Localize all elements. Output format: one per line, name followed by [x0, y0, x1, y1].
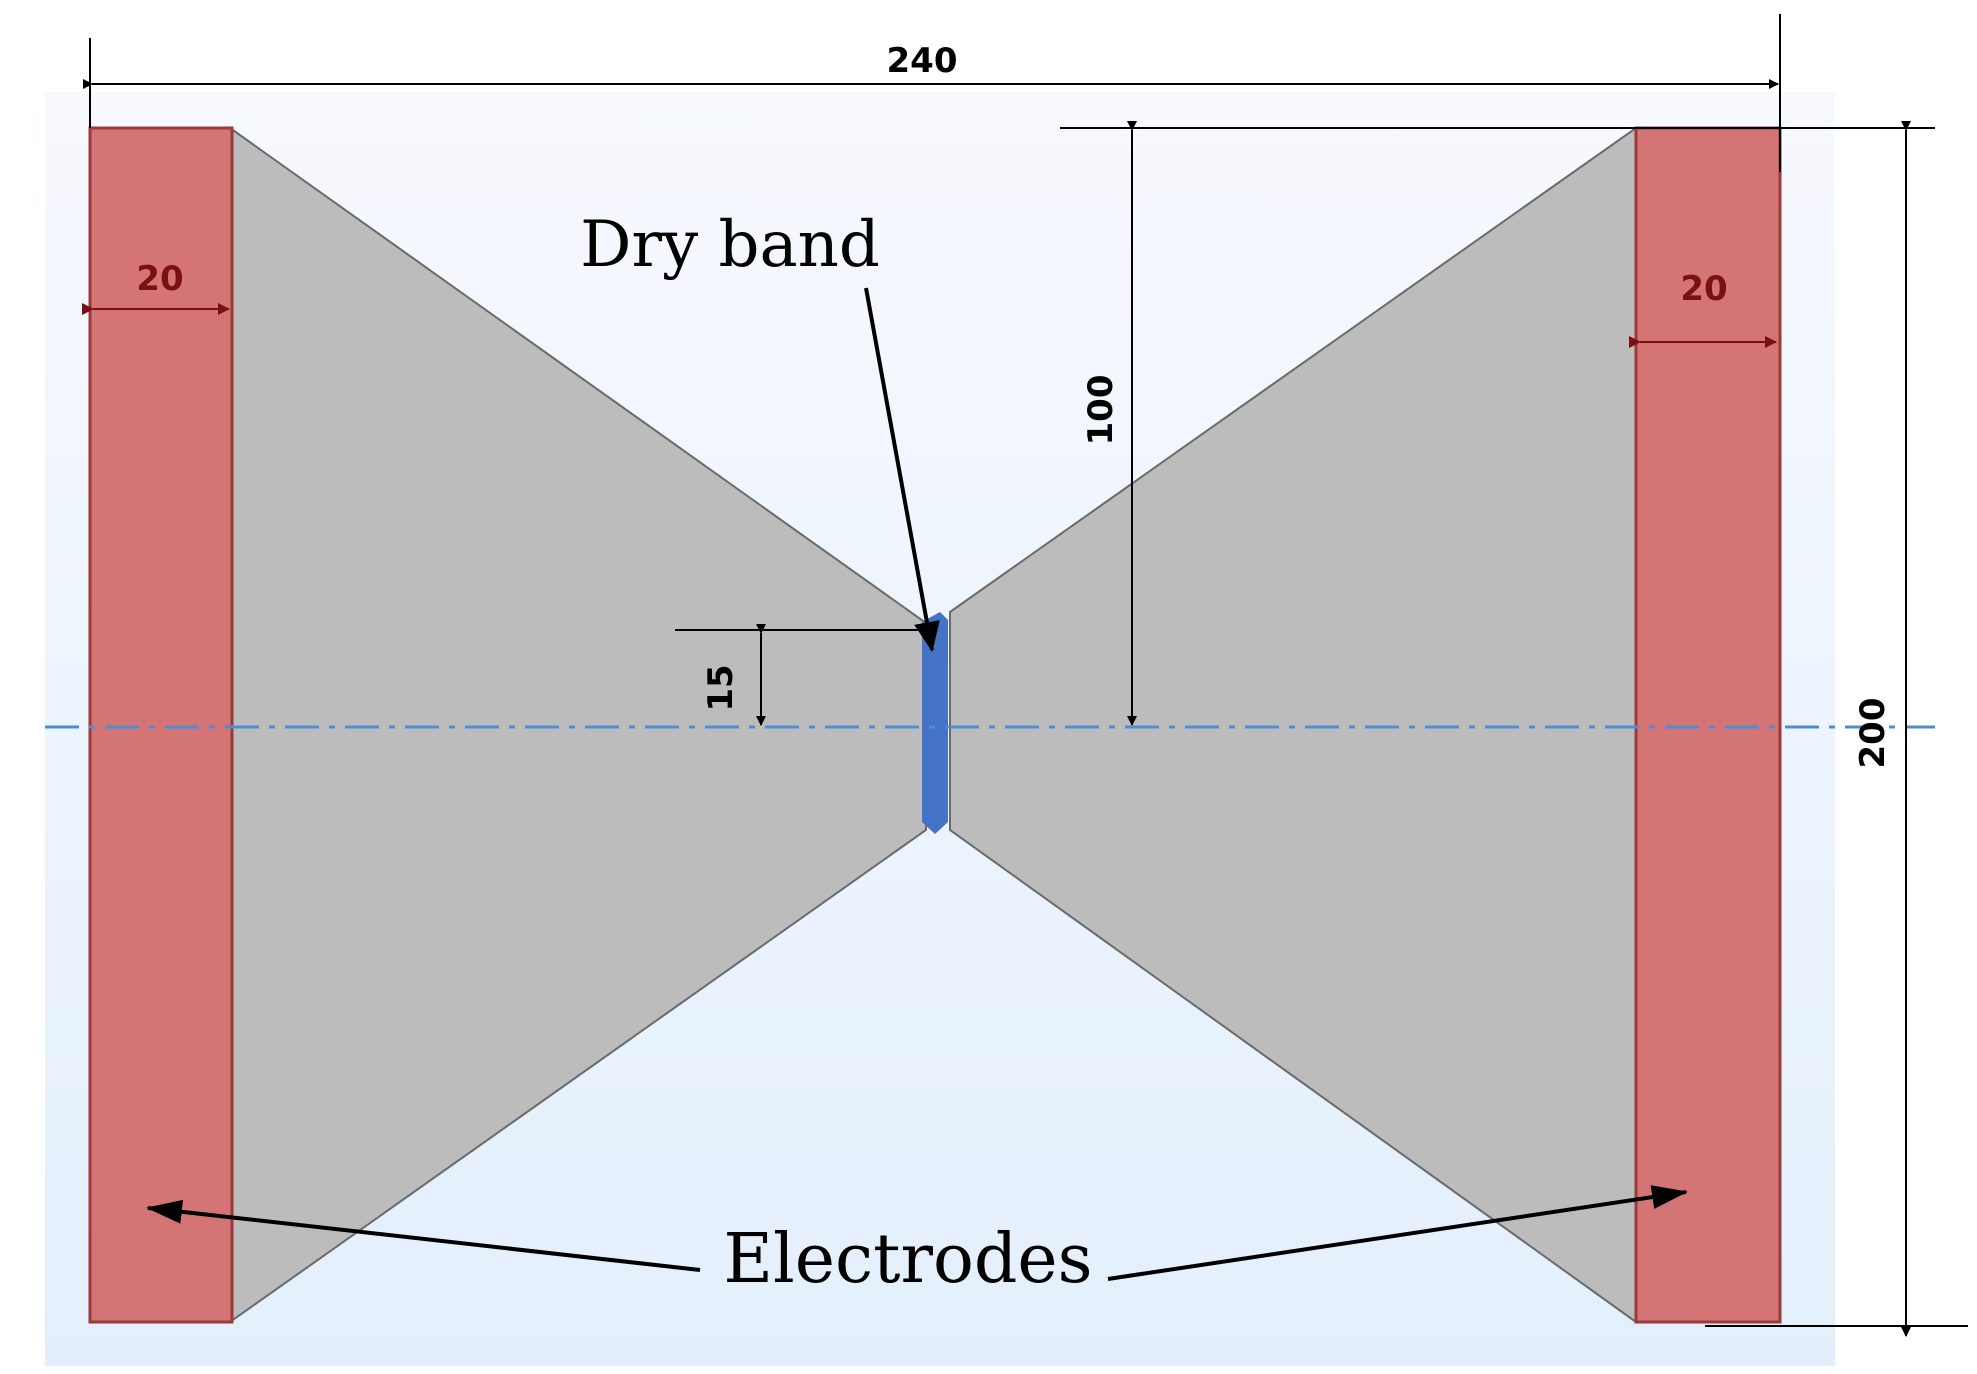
dry-band-height-label: 15	[701, 664, 741, 711]
dry-band-pointer-arrow	[864, 287, 940, 652]
right-electrode-pointer-arrow	[1107, 1185, 1688, 1281]
left-electrode-pointer-arrow	[146, 1199, 701, 1272]
right-electrode	[1634, 126, 1782, 1324]
left-electrode-width-label: 20	[136, 259, 183, 299]
left-electrode	[88, 126, 234, 1324]
half-height-label: 100	[1081, 375, 1121, 446]
electrodes-label: Electrodes	[723, 1220, 1092, 1299]
dry-band	[922, 612, 948, 834]
right-electrode-width-label: 20	[1680, 269, 1727, 309]
dry-band-label: Dry band	[580, 208, 880, 282]
total-height-label: 200	[1853, 698, 1893, 769]
total-width-label: 240	[887, 41, 958, 81]
